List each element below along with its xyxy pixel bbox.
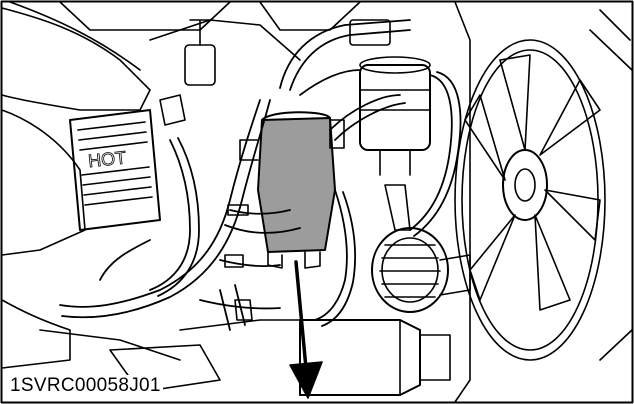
highlighted-component bbox=[239, 111, 336, 269]
figure-code-label: 1SVRC00058J01 bbox=[8, 375, 163, 397]
removal-arrow bbox=[289, 260, 323, 399]
arrow-head bbox=[289, 361, 323, 399]
fuel-filter bbox=[359, 56, 431, 231]
hot-label: HOT bbox=[87, 147, 127, 171]
body-panels bbox=[1, 1, 361, 369]
arrow-shaft bbox=[294, 260, 308, 370]
cooling-fan bbox=[454, 1, 633, 403]
alternator bbox=[371, 227, 471, 313]
heat-shield: HOT bbox=[69, 109, 161, 231]
clips-and-brackets bbox=[159, 19, 391, 321]
